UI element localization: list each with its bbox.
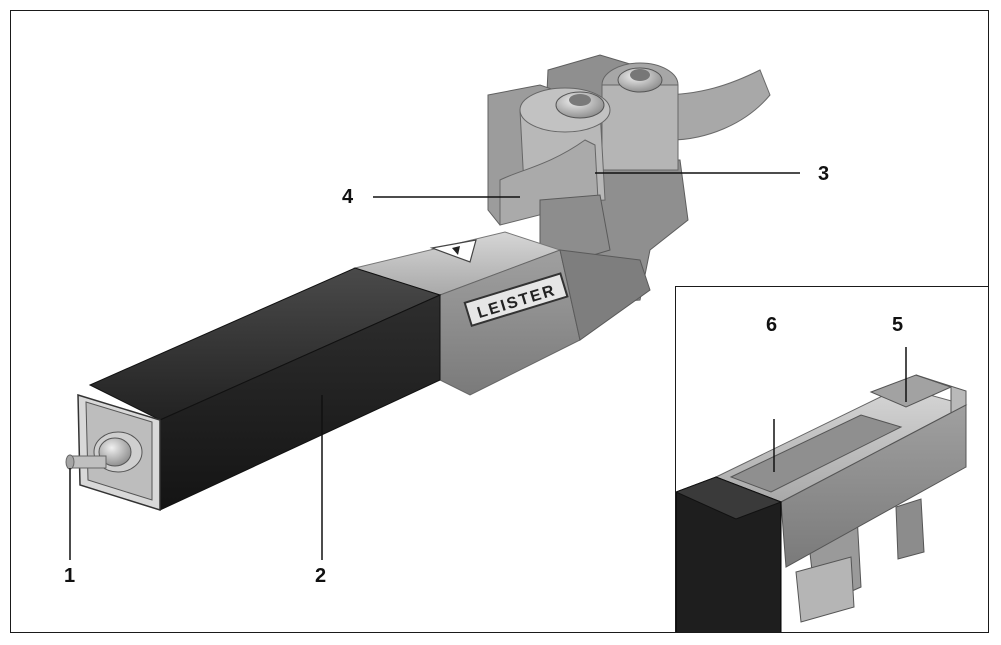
callout-5: 5 [892,314,904,336]
heater-housing: LEISTER [353,231,651,396]
callout-6: 6 [766,314,778,336]
callout-2: 2 [315,565,327,587]
inset-illustration [676,347,968,632]
detail-inset: 5 6 [675,286,989,633]
heating-element [65,267,442,512]
leader-lines [69,172,800,560]
bracket-assembly [487,54,689,306]
mounting-arm [659,69,771,141]
callout-3: 3 [818,163,830,185]
callout-1: 1 [64,565,76,587]
callout-4: 4 [342,186,354,208]
